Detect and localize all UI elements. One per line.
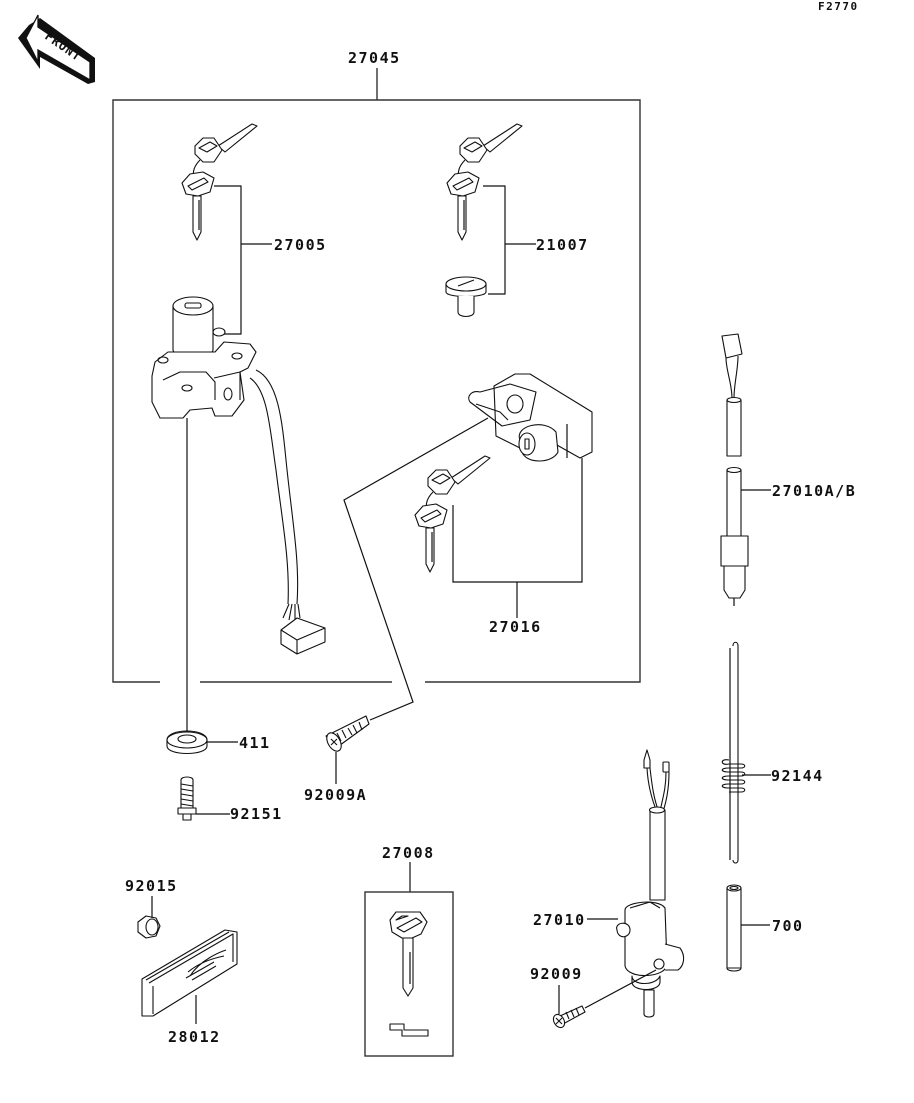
label-92144[interactable]: 92144 bbox=[771, 767, 824, 785]
spring bbox=[721, 641, 746, 864]
label-92015[interactable]: 92015 bbox=[125, 877, 178, 895]
screw bbox=[552, 1005, 586, 1029]
helmet-lock-keys bbox=[414, 455, 491, 573]
emblem bbox=[141, 929, 238, 1017]
key-cap bbox=[445, 276, 487, 318]
ignition-harness bbox=[249, 369, 326, 655]
label-27010[interactable]: 27010 bbox=[533, 911, 586, 929]
pipe bbox=[726, 884, 742, 972]
label-27008[interactable]: 27008 bbox=[382, 844, 435, 862]
neutral-switch bbox=[616, 749, 685, 1018]
nut bbox=[137, 915, 161, 939]
label-411[interactable]: 411 bbox=[239, 734, 271, 752]
washer bbox=[166, 730, 208, 755]
front-arrow-icon: FRONT bbox=[18, 14, 95, 84]
label-92009[interactable]: 92009 bbox=[530, 965, 583, 983]
helmet-lock bbox=[468, 373, 593, 462]
label-92151[interactable]: 92151 bbox=[230, 805, 283, 823]
label-92009a[interactable]: 92009A bbox=[304, 786, 367, 804]
key-cap-keys bbox=[446, 123, 523, 241]
figure-id: F2770 bbox=[818, 0, 859, 13]
label-27016[interactable]: 27016 bbox=[489, 618, 542, 636]
ignition-set-group: 27045 bbox=[112, 49, 641, 683]
key-blank-group bbox=[364, 862, 454, 1057]
ignition-switch bbox=[151, 296, 257, 419]
screw-a bbox=[325, 715, 370, 752]
ignition-keys bbox=[181, 123, 258, 241]
label-21007[interactable]: 21007 bbox=[536, 236, 589, 254]
neutral-switch-ab bbox=[720, 333, 749, 606]
label-28012[interactable]: 28012 bbox=[168, 1028, 221, 1046]
label-27010ab[interactable]: 27010A/B bbox=[772, 482, 856, 500]
bolt bbox=[177, 776, 197, 821]
label-27045[interactable]: 27045 bbox=[348, 49, 401, 67]
label-700[interactable]: 700 bbox=[772, 917, 804, 935]
label-27005[interactable]: 27005 bbox=[274, 236, 327, 254]
